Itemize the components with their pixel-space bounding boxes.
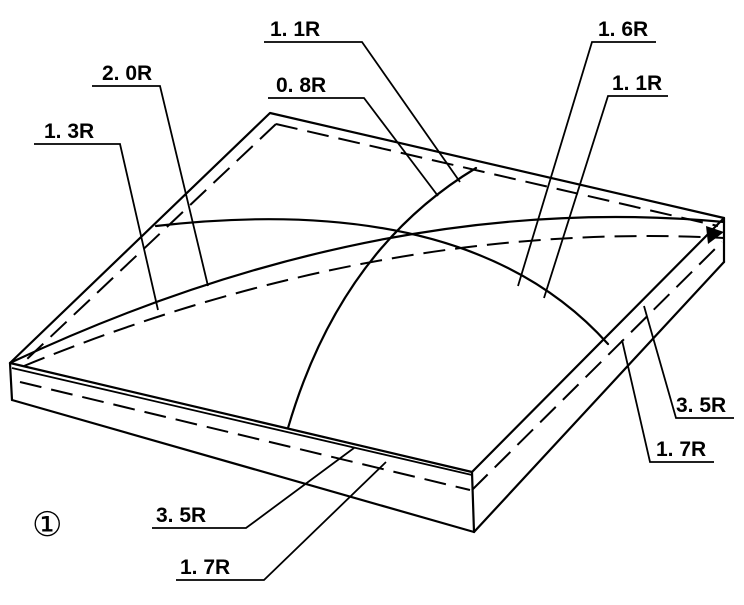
arc-back-to-front [154, 218, 610, 346]
slab-outline [8, 111, 726, 534]
label-right-1: 3. 5R [676, 394, 726, 417]
surface-arcs [10, 166, 726, 430]
slab-left-vertical-edge [8, 361, 14, 402]
leader-lines [34, 41, 734, 581]
leader-top-2 [517, 41, 656, 287]
dashed-top-back-edge [275, 123, 719, 227]
slab-front-vertical-edge [470, 470, 476, 534]
dashed-diagonal-arc [23, 235, 725, 367]
leader-right-1 [643, 305, 734, 419]
leader-top-1 [264, 41, 461, 183]
dashed-right-front-edge [471, 241, 723, 491]
dimension-labels: 1. 1R 1. 6R 2. 0R 0. 8R 1. 1R 1. 3R 3. 5… [44, 18, 726, 579]
dashed-left-back-edge [25, 123, 277, 361]
label-top-5: 1. 1R [612, 72, 662, 95]
slab-top-face [8, 111, 726, 474]
leader-bottom-1 [152, 447, 355, 529]
label-top-2: 1. 6R [598, 18, 648, 41]
label-top-1: 1. 1R [270, 18, 320, 41]
leader-right-2 [621, 339, 714, 463]
label-left-1: 1. 3R [44, 120, 94, 143]
arc-top-to-bottom [286, 166, 478, 430]
leader-top-5 [543, 95, 668, 299]
label-bottom-2: 1. 7R [180, 556, 230, 579]
arc-left-to-right [10, 215, 726, 364]
leader-top-4 [268, 97, 439, 197]
slab-inner-edge-left [11, 367, 473, 476]
figure-number: ① [32, 505, 62, 545]
label-top-3: 2. 0R [102, 62, 152, 85]
arrowhead-right [706, 226, 724, 244]
label-right-2: 1. 7R [656, 438, 706, 461]
slab-bottom-right-edge [472, 260, 726, 534]
leader-top-3 [92, 85, 209, 287]
slab-bottom-left-edge [10, 398, 476, 534]
dashed-front-edge [19, 381, 471, 491]
label-bottom-1: 3. 5R [156, 504, 206, 527]
leader-bottom-2 [176, 461, 387, 581]
label-top-4: 0. 8R [276, 74, 326, 97]
dashed-reference-lines [19, 123, 725, 491]
leader-left-1 [34, 143, 159, 311]
